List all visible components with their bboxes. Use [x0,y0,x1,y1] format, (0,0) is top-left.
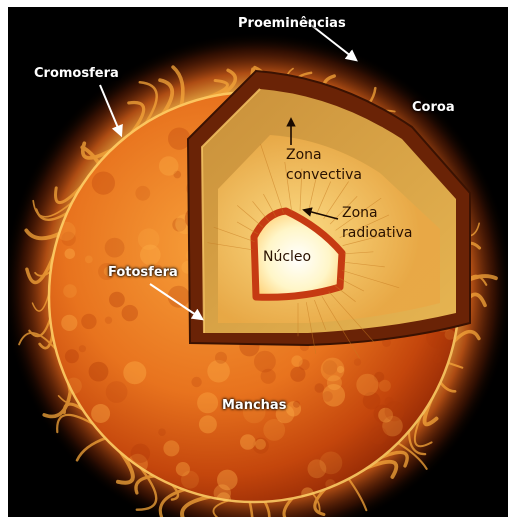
granule [320,452,343,475]
granule [81,314,96,329]
granule [123,361,146,384]
granule [369,427,387,445]
label-fotosfera: Fotosfera [108,264,178,281]
granule [215,352,227,364]
granule [106,381,128,403]
granule [199,415,217,433]
granule [163,440,179,456]
granule [92,172,115,195]
granule [385,401,405,421]
label-cromosfera: Cromosfera [34,65,119,82]
granule [433,355,441,363]
granule [291,355,302,366]
granule [79,345,86,352]
granule [217,470,238,491]
granule [197,392,218,413]
granule [122,305,138,321]
granule [337,366,344,373]
granule [105,238,125,258]
granule [63,284,77,298]
granule [85,256,93,264]
granule [135,186,150,201]
granule [158,428,166,436]
granule [261,369,276,384]
granule [131,444,150,463]
label-zona-convectiva-line1: Zona [286,147,322,164]
granule [263,419,285,441]
label-nucleo: Núcleo [263,249,311,266]
granule [354,358,361,365]
label-proeminencias: Proeminências [238,15,346,32]
granule [89,362,109,382]
sun-structure-diagram: Proeminências Cromosfera Coroa Zona conv… [8,7,508,517]
granule [61,315,77,331]
granule [255,439,266,450]
label-zona-radioativa-line1: Zona [342,205,378,222]
granule [191,377,201,387]
granule [91,404,110,423]
granule [322,391,333,402]
granule [356,374,378,396]
label-coroa: Coroa [412,99,455,116]
label-zona-convectiva-line2: convectiva [286,167,362,184]
granule [315,383,325,393]
sun-illustration [8,7,508,517]
label-zona-radioativa-line2: radioativa [342,225,413,242]
granule [105,317,112,324]
granule [240,434,256,450]
granule [65,249,76,260]
granule [293,401,300,408]
granule [254,351,276,373]
granule [379,380,391,392]
granule [290,367,305,382]
label-manchas: Manchas [222,397,286,414]
granule [181,471,199,489]
granule [159,156,179,176]
granule [109,292,125,308]
granule [65,349,79,363]
granule [138,228,160,250]
